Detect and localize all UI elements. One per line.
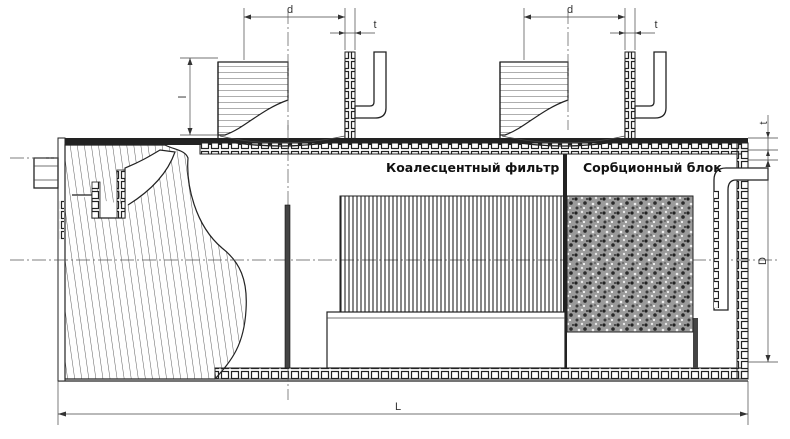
coalescent-filter (326, 195, 566, 369)
dim-L: L (395, 401, 401, 413)
label-sorption-block: Сорбционный блок (583, 160, 722, 175)
dim-l: l (177, 96, 189, 98)
vessel-body (57, 137, 749, 382)
manhole-left (217, 10, 387, 147)
dim-d-left: d (287, 4, 293, 16)
label-coalescent-filter: Коалесцентный фильтр (386, 160, 559, 175)
dim-d-right: d (567, 4, 573, 16)
dim-t-wall: t (758, 121, 770, 124)
inlet-chamber (33, 144, 247, 380)
dim-t-right: t (654, 19, 657, 31)
manhole-right (499, 10, 667, 147)
dim-D: D (757, 257, 769, 265)
dim-t-left: t (373, 19, 376, 31)
sorption-block (566, 195, 694, 333)
dimension-lines (57, 8, 778, 425)
